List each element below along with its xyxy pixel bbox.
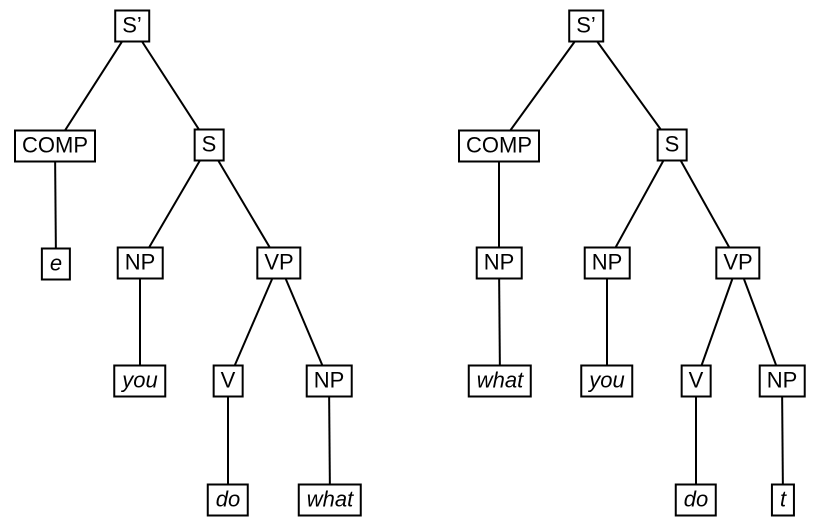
tree-node-left-s: S xyxy=(193,128,225,162)
tree-node-right-do: do xyxy=(674,483,718,517)
tree-node-left-v: V xyxy=(212,364,244,398)
tree-edge-right-np_wh-what xyxy=(498,262,501,382)
tree-edge-left-comp-e xyxy=(54,145,57,265)
tree-node-left-comp: COMP xyxy=(14,129,96,163)
tree-edge-left-sp-s xyxy=(131,25,210,146)
tree-node-left-you: you xyxy=(113,364,167,398)
tree-node-right-v: V xyxy=(680,364,712,398)
tree-node-right-np_wh: NP xyxy=(475,246,523,280)
tree-node-right-np_subj: NP xyxy=(583,246,631,280)
tree-edge-right-vp-np_obj xyxy=(737,262,783,382)
tree-node-right-you: you xyxy=(580,364,634,398)
tree-node-left-what: what xyxy=(297,483,363,517)
tree-node-right-sp: S’ xyxy=(568,9,604,43)
tree-node-right-vp: VP xyxy=(715,246,761,280)
tree-node-right-s: S xyxy=(656,128,688,162)
tree-node-right-t: t xyxy=(770,483,796,517)
tree-node-left-vp: VP xyxy=(256,246,302,280)
tree-edge-left-s-np1 xyxy=(139,144,210,264)
tree-node-left-e: e xyxy=(40,247,72,281)
tree-edge-left-vp-v xyxy=(227,262,280,382)
tree-node-left-np2: NP xyxy=(305,364,353,398)
tree-edge-right-vp-v xyxy=(695,262,739,382)
tree-node-left-do: do xyxy=(206,483,250,517)
tree-node-right-comp: COMP xyxy=(458,129,540,163)
tree-node-right-what: what xyxy=(467,364,533,398)
tree-edge-right-s-vp xyxy=(671,144,739,264)
tree-node-left-np1: NP xyxy=(116,246,164,280)
tree-edge-right-np_obj-t xyxy=(781,380,784,501)
tree-edge-right-sp-s xyxy=(585,25,673,146)
tree-node-right-np_obj: NP xyxy=(758,364,806,398)
tree-edge-right-sp-comp xyxy=(498,25,587,147)
tree-edge-left-vp-np2 xyxy=(278,262,330,382)
tree-edge-left-sp-comp xyxy=(54,25,133,147)
tree-edge-left-s-vp xyxy=(208,144,280,264)
tree-edge-left-np2-what xyxy=(328,380,331,501)
tree-node-left-sp: S’ xyxy=(114,9,150,43)
tree-edge-right-s-np_subj xyxy=(606,144,673,264)
